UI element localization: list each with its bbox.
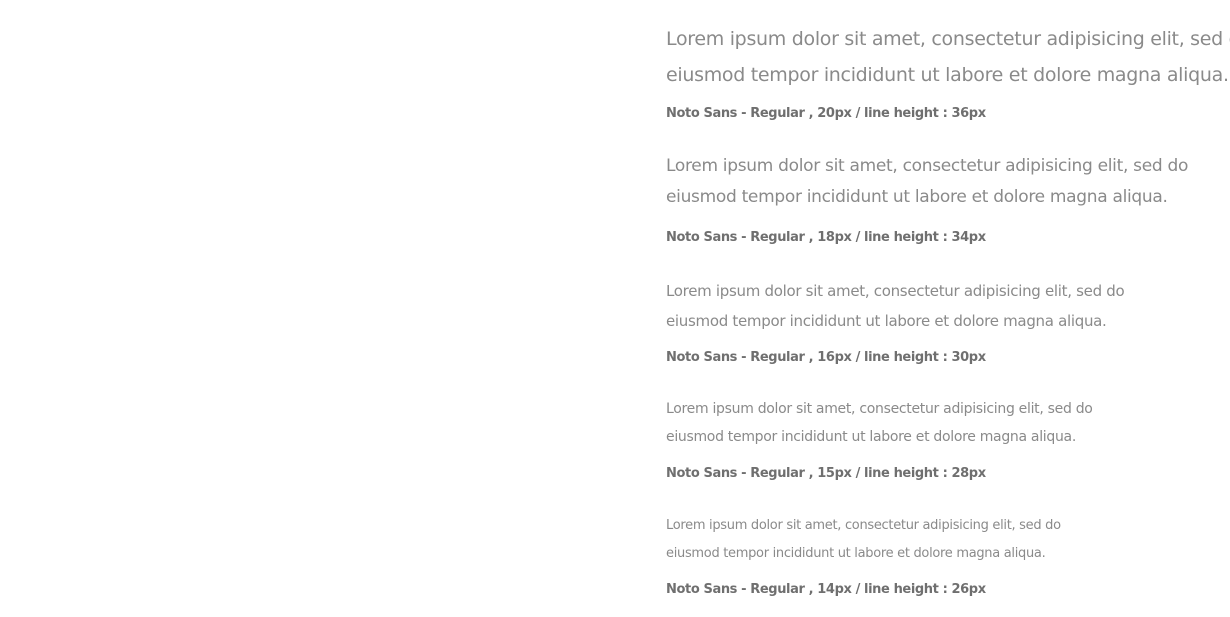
sample-line-2: eiusmod tempor incididunt ut labore et d… [666, 187, 1168, 207]
sample-line-2: eiusmod tempor incididunt ut labore et d… [666, 429, 1076, 445]
sample-line-2: eiusmod tempor incididunt ut labore et d… [666, 64, 1229, 86]
spec-caption-18px: Noto Sans - Regular , 18px / line height… [666, 230, 986, 245]
sample-text-16px: Lorem ipsum dolor sit amet, consectetur … [666, 276, 1230, 336]
spec-caption-20px: Noto Sans - Regular , 20px / line height… [666, 106, 986, 121]
spec-caption-15px: Noto Sans - Regular , 15px / line height… [666, 466, 986, 481]
sample-line-2: eiusmod tempor incididunt ut labore et d… [666, 546, 1046, 561]
sample-text-18px: Lorem ipsum dolor sit amet, consectetur … [666, 151, 1230, 213]
sample-text-15px: Lorem ipsum dolor sit amet, consectetur … [666, 395, 1230, 451]
spec-caption-16px: Noto Sans - Regular , 16px / line height… [666, 350, 986, 365]
sample-line-1: Lorem ipsum dolor sit amet, consectetur … [666, 518, 1061, 533]
sample-line-1: Lorem ipsum dolor sit amet, consectetur … [666, 156, 1189, 176]
sample-line-1: Lorem ipsum dolor sit amet, consectetur … [666, 282, 1125, 300]
sample-text-14px: Lorem ipsum dolor sit amet, consectetur … [666, 512, 1230, 568]
sample-text-20px: Lorem ipsum dolor sit amet, consectetur … [666, 21, 1230, 93]
sample-line-2: eiusmod tempor incididunt ut labore et d… [666, 312, 1107, 330]
sample-line-1: Lorem ipsum dolor sit amet, consectetur … [666, 401, 1093, 417]
spec-caption-14px: Noto Sans - Regular , 14px / line height… [666, 582, 986, 597]
sample-line-1: Lorem ipsum dolor sit amet, consectetur … [666, 28, 1230, 50]
